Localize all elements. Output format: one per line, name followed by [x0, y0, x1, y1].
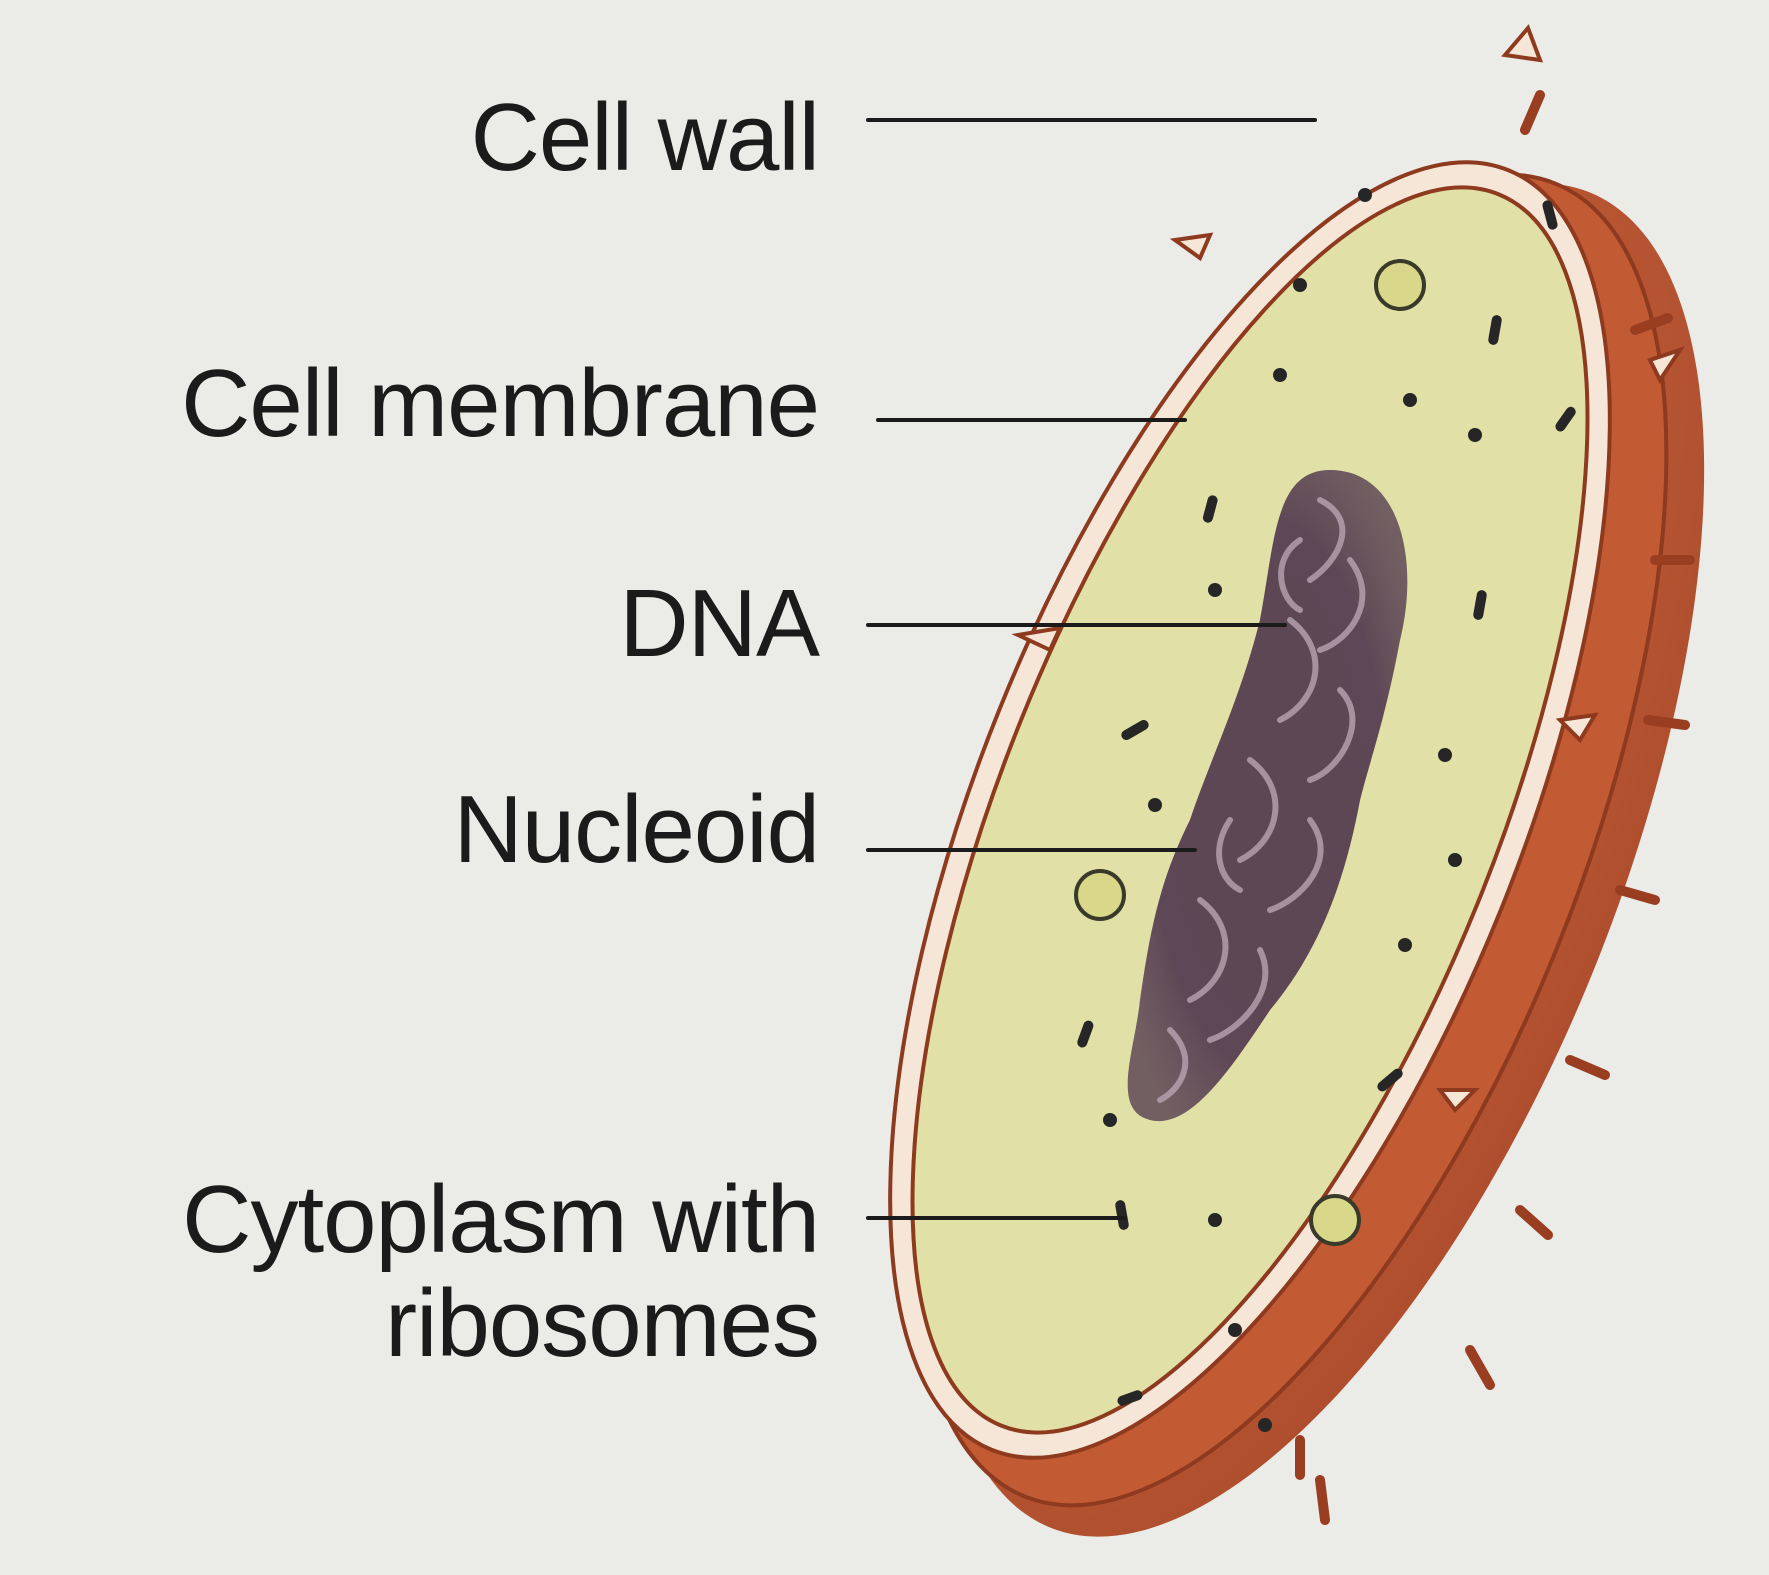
label-cytoplasm-line2: ribosomes [182, 1272, 819, 1376]
label-cytoplasm-with-ribosomes: Cytoplasm with ribosomes [182, 1168, 819, 1376]
label-cell-membrane: Cell membrane [181, 352, 819, 456]
label-dna: DNA [619, 572, 819, 676]
label-nucleoid: Nucleoid [453, 778, 819, 882]
label-cell-wall: Cell wall [471, 86, 819, 190]
label-cytoplasm-line1: Cytoplasm with [182, 1168, 819, 1272]
